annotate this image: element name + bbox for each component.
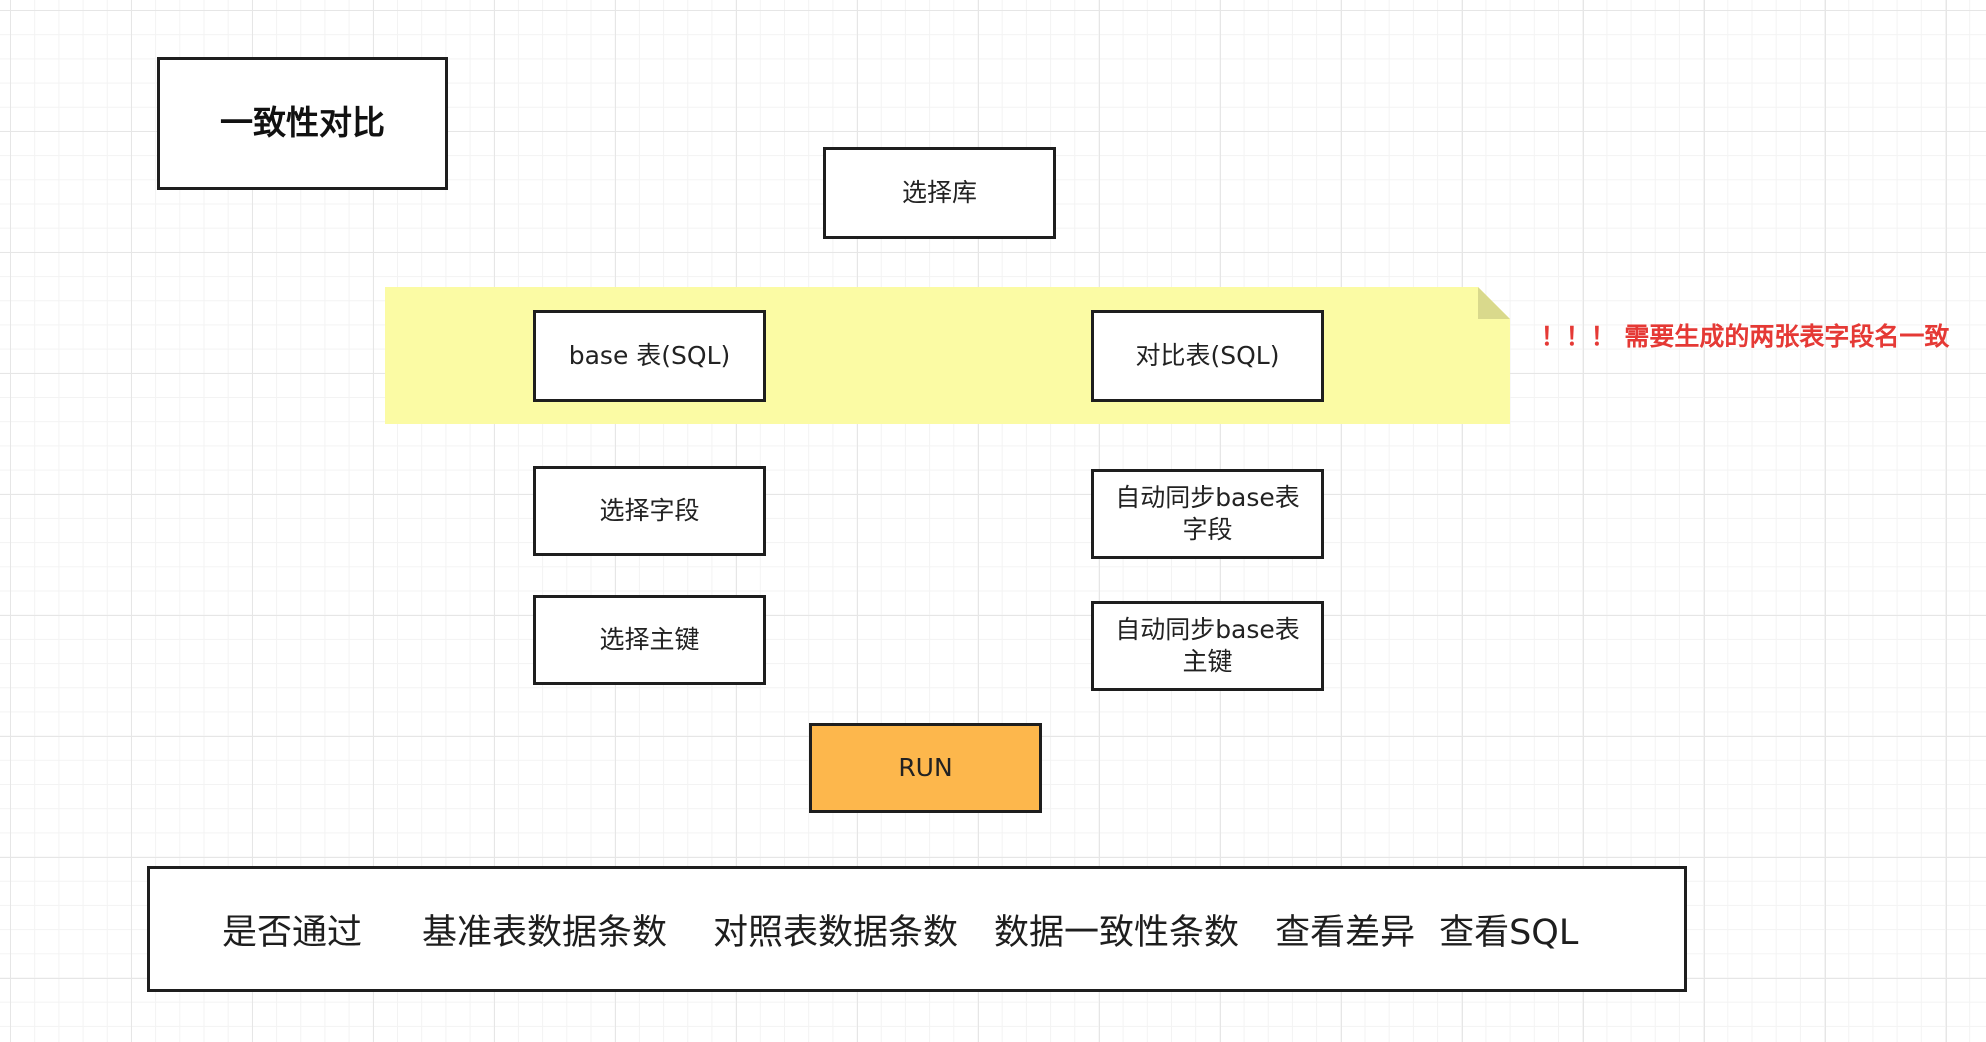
- select-primary-key-button[interactable]: 选择主键: [533, 595, 766, 685]
- page-title: 一致性对比: [157, 57, 448, 190]
- select-database-button[interactable]: 选择库: [823, 147, 1056, 239]
- base-table-sql-button[interactable]: base 表(SQL): [533, 310, 766, 402]
- result-col-base-count: 基准表数据条数: [422, 912, 668, 953]
- field-name-warning: ！！！ 需要生成的两张表字段名一致: [1540, 322, 1950, 351]
- view-sql-link[interactable]: 查看SQL: [1439, 912, 1579, 953]
- sticky-note-fold: [1478, 287, 1510, 319]
- compare-table-sql-button[interactable]: 对比表(SQL): [1091, 310, 1324, 402]
- result-col-passed: 是否通过: [222, 912, 363, 953]
- auto-sync-primary-key-box: 自动同步base表 主键: [1091, 601, 1324, 691]
- run-button[interactable]: RUN: [809, 723, 1042, 813]
- result-col-compare-count: 对照表数据条数: [713, 912, 959, 953]
- view-diff-link[interactable]: 查看差异: [1275, 912, 1416, 953]
- result-header-bar: 是否通过 基准表数据条数 对照表数据条数 数据一致性条数 查看差异 查看SQL: [147, 866, 1687, 992]
- select-fields-button[interactable]: 选择字段: [533, 466, 766, 556]
- result-col-consistent-count: 数据一致性条数: [994, 912, 1240, 953]
- auto-sync-fields-box: 自动同步base表 字段: [1091, 469, 1324, 559]
